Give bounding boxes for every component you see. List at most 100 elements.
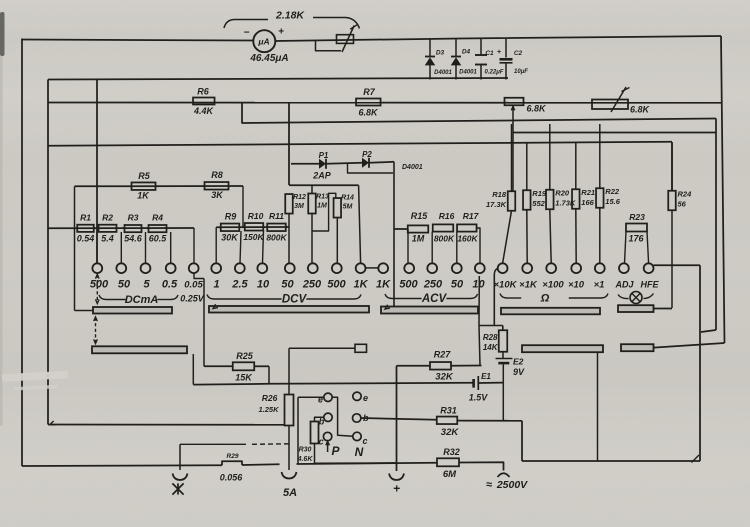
svg-text:R15: R15 xyxy=(411,211,429,221)
svg-text:1K: 1K xyxy=(353,279,368,291)
svg-text:×100: ×100 xyxy=(542,280,564,291)
svg-text:0.5: 0.5 xyxy=(162,279,178,291)
svg-text:≈: ≈ xyxy=(486,479,492,491)
svg-text:ADJ: ADJ xyxy=(614,280,634,290)
svg-text:250: 250 xyxy=(302,279,322,291)
svg-text:1K: 1K xyxy=(137,191,150,201)
svg-text:R28: R28 xyxy=(483,333,498,342)
svg-text:R26: R26 xyxy=(262,393,278,403)
svg-text:4.6K: 4.6K xyxy=(297,456,314,463)
svg-text:800K: 800K xyxy=(266,233,287,243)
svg-text:E2: E2 xyxy=(513,357,524,367)
svg-text:D4001: D4001 xyxy=(434,70,452,76)
svg-text:R30: R30 xyxy=(299,447,312,454)
svg-text:54.6: 54.6 xyxy=(124,234,143,244)
svg-text:R21: R21 xyxy=(581,188,595,197)
svg-text:32K: 32K xyxy=(441,427,460,438)
svg-text:R16: R16 xyxy=(439,211,455,221)
svg-text:×1K: ×1K xyxy=(519,280,538,291)
svg-text:DCmA: DCmA xyxy=(125,294,159,306)
svg-text:R25: R25 xyxy=(236,351,254,361)
svg-text:+: + xyxy=(278,27,284,38)
svg-text:D4001: D4001 xyxy=(402,164,423,171)
svg-text:15.6: 15.6 xyxy=(605,197,620,206)
svg-text:60.5: 60.5 xyxy=(149,234,168,244)
svg-text:56: 56 xyxy=(678,200,687,209)
svg-text:b: b xyxy=(319,416,325,426)
svg-text:2.5: 2.5 xyxy=(231,279,248,291)
svg-text:+: + xyxy=(497,47,502,56)
svg-text:e: e xyxy=(363,393,368,403)
svg-text:10: 10 xyxy=(257,279,270,291)
svg-text:1.5V: 1.5V xyxy=(469,393,489,403)
svg-text:R11: R11 xyxy=(269,211,284,221)
svg-text:HFE: HFE xyxy=(641,280,660,290)
svg-text:0.25V: 0.25V xyxy=(180,294,205,304)
svg-text:2500V: 2500V xyxy=(496,479,528,491)
svg-text:15K: 15K xyxy=(235,373,253,383)
svg-text:×1: ×1 xyxy=(594,280,605,291)
svg-text:150K: 150K xyxy=(243,232,264,242)
svg-text:0.056: 0.056 xyxy=(220,473,244,483)
svg-text:500: 500 xyxy=(90,279,109,291)
svg-text:500: 500 xyxy=(327,279,346,291)
svg-text:5: 5 xyxy=(143,279,150,291)
svg-text:9V: 9V xyxy=(513,367,525,377)
svg-text:6M: 6M xyxy=(443,469,457,480)
svg-text:R22: R22 xyxy=(605,187,620,196)
svg-text:50: 50 xyxy=(451,279,464,291)
svg-text:10μF: 10μF xyxy=(514,69,528,75)
svg-text:R2: R2 xyxy=(102,213,113,223)
svg-text:17.3K: 17.3K xyxy=(486,200,507,209)
svg-text:0.54: 0.54 xyxy=(77,234,95,244)
svg-text:+: + xyxy=(393,482,400,496)
svg-text:1M: 1M xyxy=(412,234,425,244)
svg-text:×10: ×10 xyxy=(568,280,585,291)
svg-text:Ω: Ω xyxy=(540,293,550,305)
svg-text:R9: R9 xyxy=(225,212,237,222)
svg-text:R27: R27 xyxy=(434,350,452,360)
svg-text:D3: D3 xyxy=(436,50,445,57)
svg-text:c: c xyxy=(319,437,324,447)
svg-text:R5: R5 xyxy=(138,171,150,181)
svg-text:R32: R32 xyxy=(443,447,460,457)
svg-text:800K: 800K xyxy=(434,234,455,244)
svg-text:P: P xyxy=(331,444,340,458)
svg-text:N: N xyxy=(355,445,364,459)
svg-text:P1: P1 xyxy=(319,151,329,160)
svg-text:6.8K: 6.8K xyxy=(358,108,379,118)
svg-text:3M: 3M xyxy=(294,203,304,210)
svg-text:1.73K: 1.73K xyxy=(555,199,576,208)
svg-text:R19: R19 xyxy=(532,189,547,198)
svg-text:4.4K: 4.4K xyxy=(193,106,215,116)
svg-text:1K: 1K xyxy=(376,279,391,291)
svg-text:0.22μF: 0.22μF xyxy=(485,70,504,76)
svg-text:R7: R7 xyxy=(363,87,375,97)
svg-text:R8: R8 xyxy=(211,170,223,180)
svg-text:ACV: ACV xyxy=(421,293,448,305)
svg-text:C1: C1 xyxy=(485,50,494,57)
svg-text:R14: R14 xyxy=(341,195,354,202)
svg-text:R4: R4 xyxy=(152,213,163,223)
svg-text:E1: E1 xyxy=(481,372,491,381)
svg-text:250: 250 xyxy=(423,279,443,291)
svg-text:×10K: ×10K xyxy=(494,280,518,291)
svg-text:160K: 160K xyxy=(457,234,478,244)
svg-text:500: 500 xyxy=(399,279,418,291)
svg-text:P2: P2 xyxy=(362,150,372,159)
svg-text:R1: R1 xyxy=(80,213,91,223)
svg-text:46.45μA: 46.45μA xyxy=(249,53,288,64)
svg-text:DCV: DCV xyxy=(282,294,308,306)
svg-text:2AP: 2AP xyxy=(312,171,332,181)
svg-text:6.8K: 6.8K xyxy=(526,104,547,114)
svg-text:R24: R24 xyxy=(678,190,693,199)
svg-text:R31: R31 xyxy=(440,406,457,416)
svg-text:R12: R12 xyxy=(293,194,306,201)
svg-text:50: 50 xyxy=(118,279,131,291)
svg-text:−: − xyxy=(244,28,250,39)
svg-text:32K: 32K xyxy=(435,372,454,383)
svg-text:R13: R13 xyxy=(316,194,329,201)
svg-text:5.4: 5.4 xyxy=(101,234,114,244)
svg-text:5M: 5M xyxy=(343,204,353,211)
svg-text:50: 50 xyxy=(281,279,294,291)
